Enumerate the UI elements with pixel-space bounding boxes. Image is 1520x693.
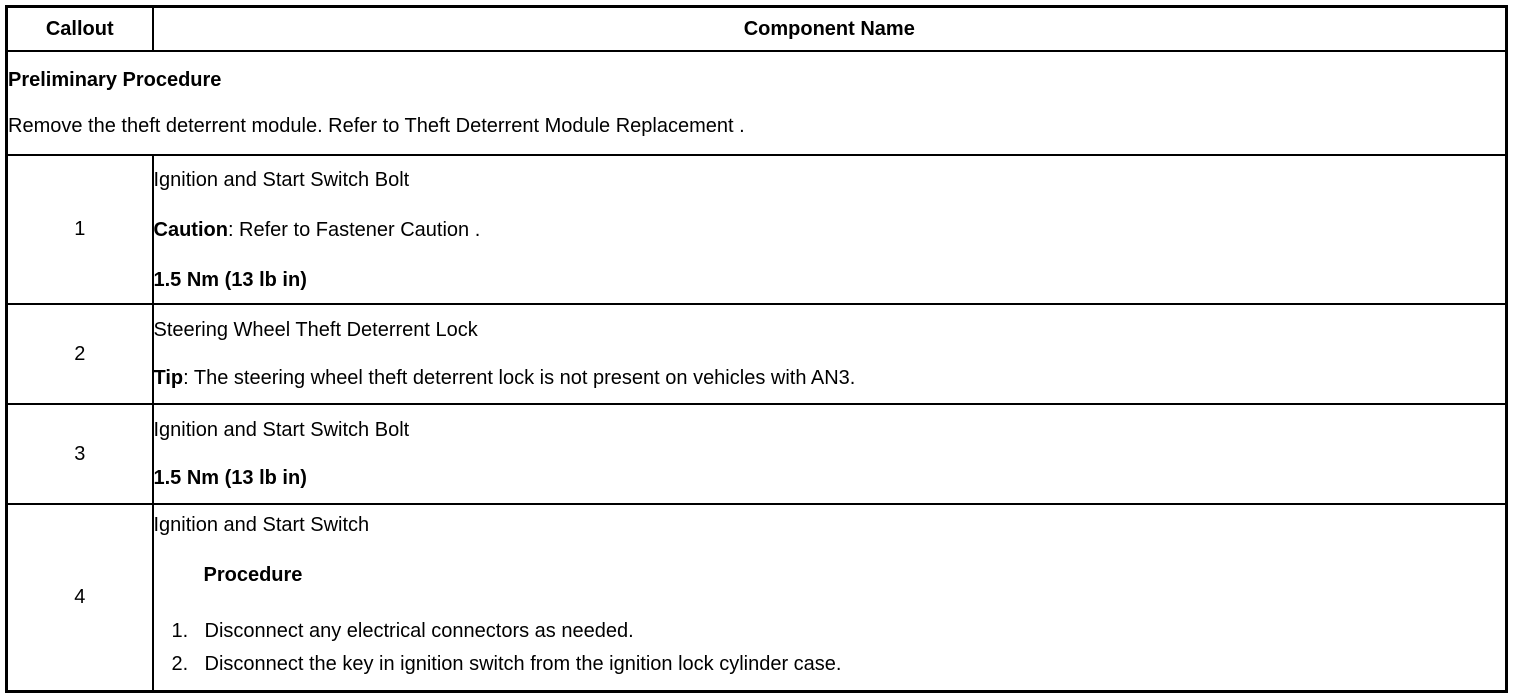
component-cell: Ignition and Start Switch Bolt Caution: … [151, 154, 1508, 305]
step-text: Disconnect the key in ignition switch fr… [204, 652, 842, 675]
callout-number: 2 [5, 303, 154, 405]
service-procedure-table: Callout Component Name Preliminary Proce… [5, 5, 1508, 693]
step-number: 1. [171, 620, 189, 643]
column-header-component-name: Component Name [151, 5, 1508, 52]
component-cell: Ignition and Start Switch Procedure 1. Di… [151, 503, 1508, 693]
callout-number: 3 [5, 403, 154, 505]
list-item: 2. Disconnect the key in ignition switch … [172, 648, 1506, 680]
step-text: Disconnect any electrical connectors as … [204, 620, 634, 643]
table-row: 1 Ignition and Start Switch Bolt Caution… [5, 154, 1508, 305]
caution-label: Caution [153, 218, 228, 241]
table-row: 3 Ignition and Start Switch Bolt 1.5 Nm … [5, 403, 1508, 505]
torque-spec: 1.5 Nm (13 lb in) [153, 467, 307, 489]
tip-note: Tip: The steering wheel theft deterrent … [154, 368, 1506, 388]
component-name-text: Steering Wheel Theft Deterrent Lock [153, 319, 478, 341]
component-cell: Steering Wheel Theft Deterrent Lock Tip:… [151, 303, 1508, 405]
callout-number: 1 [5, 154, 154, 305]
table-row: 4 Ignition and Start Switch Procedure 1.… [5, 503, 1508, 693]
preliminary-procedure-text: Remove the theft deterrent module. Refer… [8, 115, 745, 137]
procedure-step-list: 1. Disconnect any electrical connectors a… [154, 615, 1506, 680]
component-name-text: Ignition and Start Switch Bolt [153, 168, 410, 191]
caution-text: : Refer to Fastener Caution . [227, 218, 481, 241]
callout-number: 4 [5, 503, 154, 693]
step-number: 2. [171, 652, 189, 675]
preliminary-procedure-cell: Preliminary Procedure Remove the theft d… [5, 50, 1508, 156]
tip-label: Tip [153, 367, 184, 389]
table-row: 2 Steering Wheel Theft Deterrent Lock Ti… [5, 303, 1508, 405]
torque-spec: 1.5 Nm (13 lb in) [153, 268, 307, 291]
caution-note: Caution: Refer to Fastener Caution . [154, 220, 1506, 270]
tip-text: : The steering wheel theft deterrent loc… [183, 367, 856, 389]
preliminary-procedure-title: Preliminary Procedure [8, 69, 222, 91]
component-name-text: Ignition and Start Switch Bolt [153, 419, 410, 441]
procedure-subtitle: Procedure [203, 564, 303, 587]
component-name-text: Ignition and Start Switch [153, 514, 370, 537]
list-item: 1. Disconnect any electrical connectors a… [172, 615, 1506, 647]
component-cell: Ignition and Start Switch Bolt 1.5 Nm (1… [151, 403, 1508, 505]
table-header-row: Callout Component Name [5, 5, 1508, 52]
column-header-callout: Callout [5, 5, 154, 52]
preliminary-procedure-row: Preliminary Procedure Remove the theft d… [5, 50, 1508, 156]
